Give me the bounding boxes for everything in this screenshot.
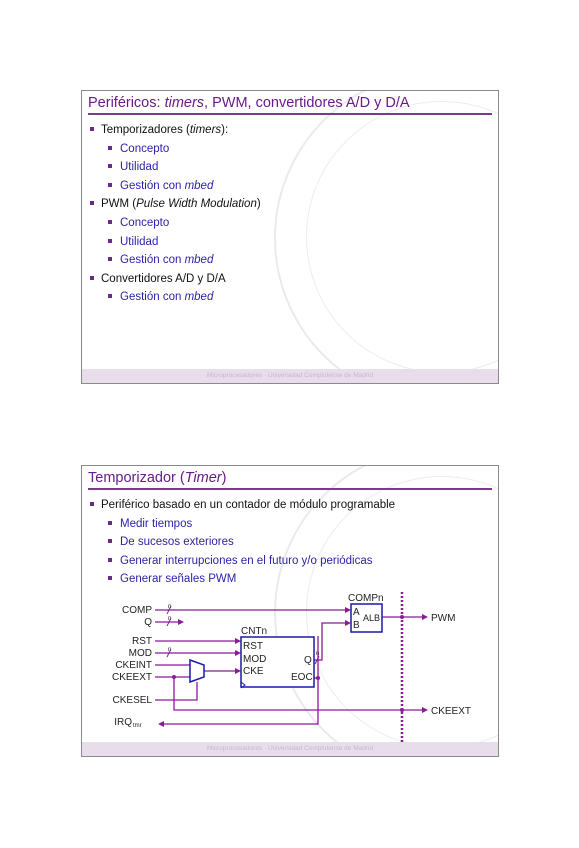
arrow-a xyxy=(345,607,351,613)
arrow-b xyxy=(345,620,351,626)
output-pwm: PWM xyxy=(431,613,455,624)
arrow-pwm xyxy=(422,614,428,620)
bullet-item: PWM (Pulse Width Modulation) xyxy=(88,195,261,214)
label-mod: MOD xyxy=(129,648,152,659)
arrow-cke xyxy=(235,668,241,674)
sub-bullet-item: Generar señales PWM xyxy=(88,570,395,589)
slide-1: Periféricos: timers, PWM, convertidores … xyxy=(81,90,499,384)
junction-ckeext-out xyxy=(400,708,404,712)
clock-mux xyxy=(189,658,205,684)
sub-bullet-item: Generar interrupciones en el futuro y/o … xyxy=(88,552,395,571)
comparator-block xyxy=(350,603,383,633)
bullet-item: Periférico basado en un contador de módu… xyxy=(88,496,395,515)
sub-bullet-item: Medir tiempos xyxy=(88,515,395,534)
arrow-mod xyxy=(235,650,241,656)
label-ckeint: CKEINT xyxy=(115,660,152,671)
junction-eoc xyxy=(316,676,320,680)
cnt-pin-rst: RST xyxy=(243,641,263,652)
label-ckeext: CKEEXT xyxy=(112,672,152,683)
sub-bullet-item: Utilidad xyxy=(88,233,261,252)
slide-2-bullet-list: Periférico basado en un contador de módu… xyxy=(88,496,395,589)
bullet-item: Convertidores A/D y D/A xyxy=(88,270,261,289)
university-seal-watermark xyxy=(274,91,498,383)
comp-pin-a: A xyxy=(353,607,360,618)
arrow-ckeext-out xyxy=(422,707,428,713)
arrow-irq xyxy=(158,721,164,727)
slide-1-footer: Microprocesadores · Universidad Complute… xyxy=(82,369,498,383)
bus-width-mod: n xyxy=(168,647,171,653)
cnt-pin-eoc: EOC xyxy=(291,672,313,683)
label-rst: RST xyxy=(132,636,152,647)
comp-pin-b: B xyxy=(353,620,360,631)
clock-input-mark xyxy=(240,681,246,689)
sub-bullet-item: Concepto xyxy=(88,214,261,233)
timer-block-diagram: COMP Q RST MOD CKEINT CKEEXT CKESEL IRQ … xyxy=(112,592,471,752)
arrow-rst xyxy=(235,638,241,644)
counter-block xyxy=(240,636,315,688)
slide-1-title: Periféricos: timers, PWM, convertidores … xyxy=(88,95,492,115)
cnt-title: CNTn xyxy=(241,626,267,637)
label-irq: IRQ xyxy=(114,717,132,728)
cnt-pin-mod: MOD xyxy=(243,654,266,665)
comp-title: COMPn xyxy=(348,593,384,604)
slide-2: Temporizador (Timer) Periférico basado e… xyxy=(81,465,499,757)
university-seal-watermark xyxy=(274,466,498,756)
sub-bullet-item: Utilidad xyxy=(88,158,261,177)
sub-bullet-item: Gestión con mbed xyxy=(88,288,261,307)
label-comp: COMP xyxy=(122,605,152,616)
junction-ckeext xyxy=(172,675,176,679)
sub-bullet-item: Concepto xyxy=(88,140,261,159)
slide-2-footer: Microprocesadores · Universidad Complute… xyxy=(82,742,498,756)
sub-bullet-item: De sucesos exteriores xyxy=(88,533,395,552)
comp-pin-alb: ALB xyxy=(363,613,380,623)
label-ckesel: CKESEL xyxy=(113,695,153,706)
label-irq-sub: tmr xyxy=(133,723,142,729)
slide-2-title: Temporizador (Timer) xyxy=(88,470,492,490)
cnt-pin-q: Q xyxy=(304,655,312,666)
wire-ckeext-out xyxy=(173,677,422,711)
bullet-item: Temporizadores (timers): xyxy=(88,121,261,140)
arrow-q xyxy=(178,619,184,625)
bus-width-comp: n xyxy=(168,604,171,610)
wire-ckesel xyxy=(155,682,198,701)
sub-bullet-item: Gestión con mbed xyxy=(88,177,261,196)
junction-pwm xyxy=(400,615,404,619)
bus-width-q: n xyxy=(168,616,171,622)
label-q: Q xyxy=(144,617,152,628)
cnt-pin-cke: CKE xyxy=(243,666,264,677)
output-ckeext: CKEEXT xyxy=(431,706,471,717)
sub-bullet-item: Gestión con mbed xyxy=(88,251,261,270)
